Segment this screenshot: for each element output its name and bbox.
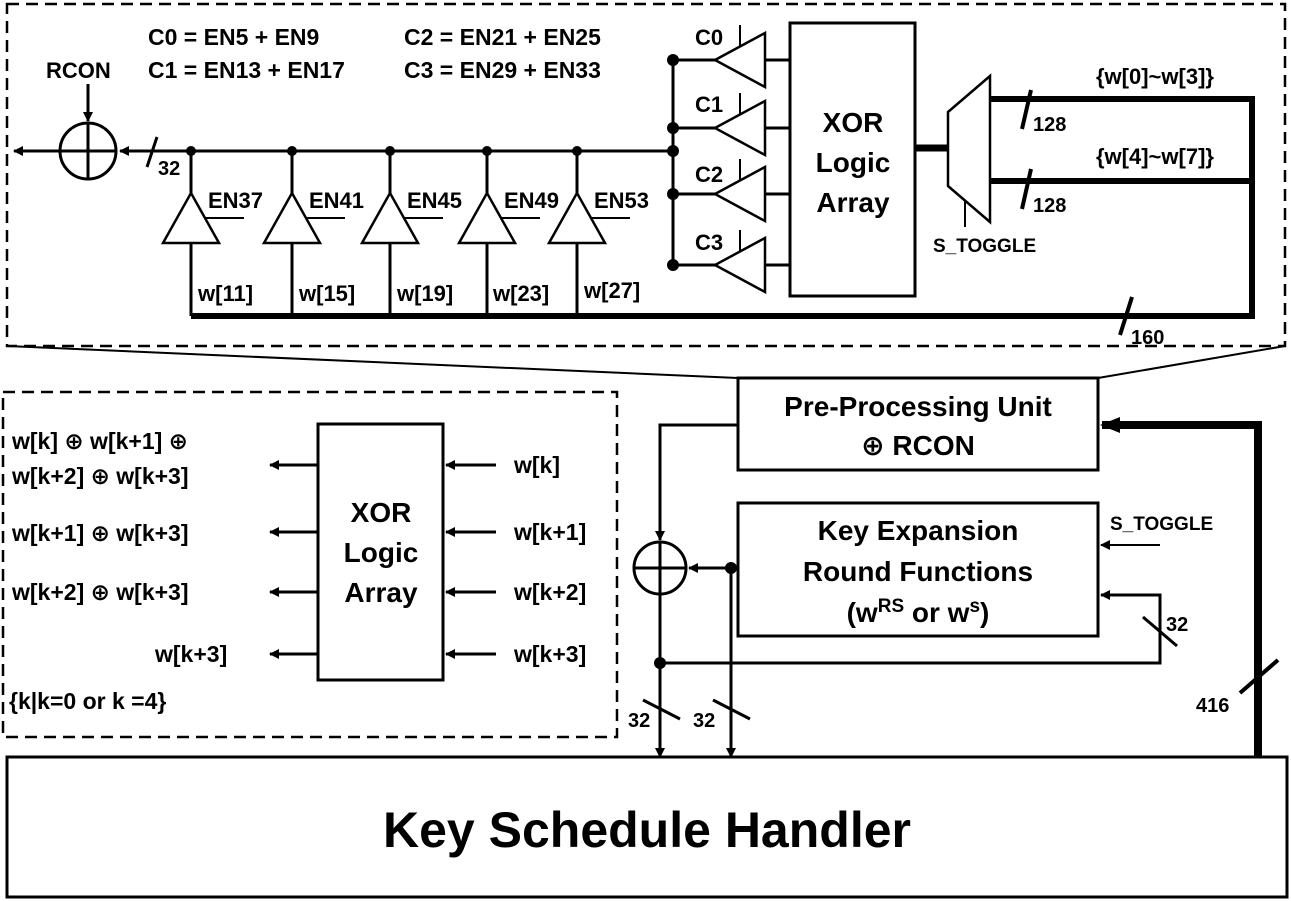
tristate-buffer-en53 — [546, 146, 630, 316]
key-expansion-line-3: (wRS or ws) — [847, 596, 990, 628]
tristate-buffer-en37 — [160, 146, 244, 316]
bus-slash-32-ke — [1142, 615, 1178, 648]
w27-label: w[27] — [583, 278, 640, 303]
bus-width-32-label: 32 — [158, 158, 180, 180]
left-xor-logic-array-box — [316, 422, 445, 682]
left-xor-line-1: XOR — [351, 497, 412, 528]
bus-slash-128-b — [1020, 168, 1033, 210]
c2-label: C2 — [695, 162, 723, 187]
width-32-ke-label: 32 — [1166, 614, 1188, 636]
xor-circle-lower-icon — [632, 540, 688, 596]
pre-processing-rcon: ⊕ RCON — [861, 430, 975, 461]
width-416-label: 416 — [1196, 695, 1229, 717]
pre-processing-unit: Pre-Processing Unit ⊕ RCON — [736, 376, 1100, 472]
input-3: w[k+2] — [513, 579, 586, 605]
output-4: w[k+3] — [154, 641, 227, 667]
en49-label: EN49 — [504, 188, 559, 213]
tristate-buffer-en41 — [261, 146, 345, 316]
tristate-buffer-en49 — [456, 146, 540, 316]
buffer-c2 — [673, 159, 790, 224]
top-xor-logic-array-box — [788, 21, 917, 298]
bus-slash-32-left — [642, 698, 681, 721]
s-toggle-mux — [946, 73, 992, 225]
width-128-label-b: 128 — [1033, 195, 1066, 217]
c3-label: C3 — [695, 230, 723, 255]
key-schedule-handler: Key Schedule Handler — [5, 755, 1289, 899]
en45-label: EN45 — [407, 188, 462, 213]
equation-c3: C3 = EN29 + EN33 — [404, 57, 601, 83]
bus-slash-160 — [1118, 296, 1134, 336]
en53-label: EN53 — [594, 188, 649, 213]
bus-label-w4-w7: {w[4]~w[7]} — [1096, 144, 1214, 169]
top-xor-line-2: Logic — [816, 147, 891, 178]
top-dashed-frame — [5, 2, 1287, 348]
xor-circle-icon — [58, 121, 118, 181]
tristate-buffer-en45 — [359, 146, 443, 316]
w11-label: w[11] — [197, 281, 253, 306]
pre-processing-to-xor-wire — [655, 423, 738, 541]
left-detail-panel: XOR Logic Array w[k] ⊕ w[k+1] ⊕ w[k+2] ⊕… — [1, 390, 619, 739]
width-32-right-label: 32 — [693, 710, 715, 732]
key-expansion-round-functions: Key Expansion Round Functions (wRS or ws… — [736, 501, 1100, 638]
pre-processing-title: Pre-Processing Unit — [784, 391, 1052, 422]
output-2: w[k+1] ⊕ w[k+3] — [11, 520, 189, 546]
bus-slash-128-a — [1020, 89, 1033, 130]
bus-slash-32-right — [712, 698, 751, 721]
w15-label: w[15] — [298, 281, 355, 306]
width-32-left-label: 32 — [628, 710, 650, 732]
ke-s-toggle-label: S_TOGGLE — [1110, 514, 1213, 535]
rcon-label: RCON — [46, 58, 111, 83]
equation-c0: C0 = EN5 + EN9 — [148, 24, 319, 50]
input-2: w[k+1] — [513, 519, 586, 545]
top-detail-panel: C0 = EN5 + EN9 C1 = EN13 + EN17 C2 = EN2… — [5, 2, 1287, 349]
k-condition-label: {k|k=0 or k =4} — [9, 688, 166, 714]
left-dashed-frame — [1, 390, 619, 739]
en37-label: EN37 — [208, 188, 263, 213]
mux-s-toggle-label: S_TOGGLE — [933, 236, 1036, 257]
en41-label: EN41 — [309, 188, 364, 213]
ke-feedback-wire — [660, 590, 1162, 665]
width-128-label-a: 128 — [1033, 114, 1066, 136]
output-1a: w[k] ⊕ w[k+1] ⊕ — [11, 428, 188, 454]
w19-label: w[19] — [396, 281, 453, 306]
output-1b: w[k+2] ⊕ w[k+3] — [11, 463, 189, 489]
top-xor-line-3: Array — [816, 187, 890, 218]
left-xor-line-3: Array — [344, 577, 418, 608]
equation-c2: C2 = EN21 + EN25 — [404, 24, 601, 50]
key-expansion-line-1: Key Expansion — [818, 515, 1019, 546]
bus-width-160-label: 160 — [1131, 327, 1164, 349]
callout-line-right — [1097, 345, 1286, 379]
handler-title: Key Schedule Handler — [383, 802, 911, 858]
top-xor-line-1: XOR — [823, 107, 884, 138]
key-expansion-line-2: Round Functions — [803, 556, 1033, 587]
c1-label: C1 — [695, 92, 723, 117]
left-xor-line-2: Logic — [344, 537, 419, 568]
callout-line-left — [6, 345, 739, 379]
bus-label-w0-w3: {w[0]~w[3]} — [1096, 64, 1214, 89]
input-4: w[k+3] — [513, 641, 586, 667]
input-1: w[k] — [513, 452, 560, 478]
bus-slash-416 — [1238, 658, 1280, 695]
bus-416-wire — [1100, 417, 1262, 757]
buffer-c3 — [673, 230, 790, 295]
buffer-c0 — [673, 25, 790, 90]
w23-label: w[23] — [492, 281, 549, 306]
output-3: w[k+2] ⊕ w[k+3] — [11, 579, 189, 605]
equation-c1: C1 = EN13 + EN17 — [148, 57, 345, 83]
bus-slash-32 — [145, 136, 159, 168]
buffer-c1 — [673, 93, 790, 158]
feedback-junction — [654, 657, 666, 669]
c0-label: C0 — [695, 25, 723, 50]
